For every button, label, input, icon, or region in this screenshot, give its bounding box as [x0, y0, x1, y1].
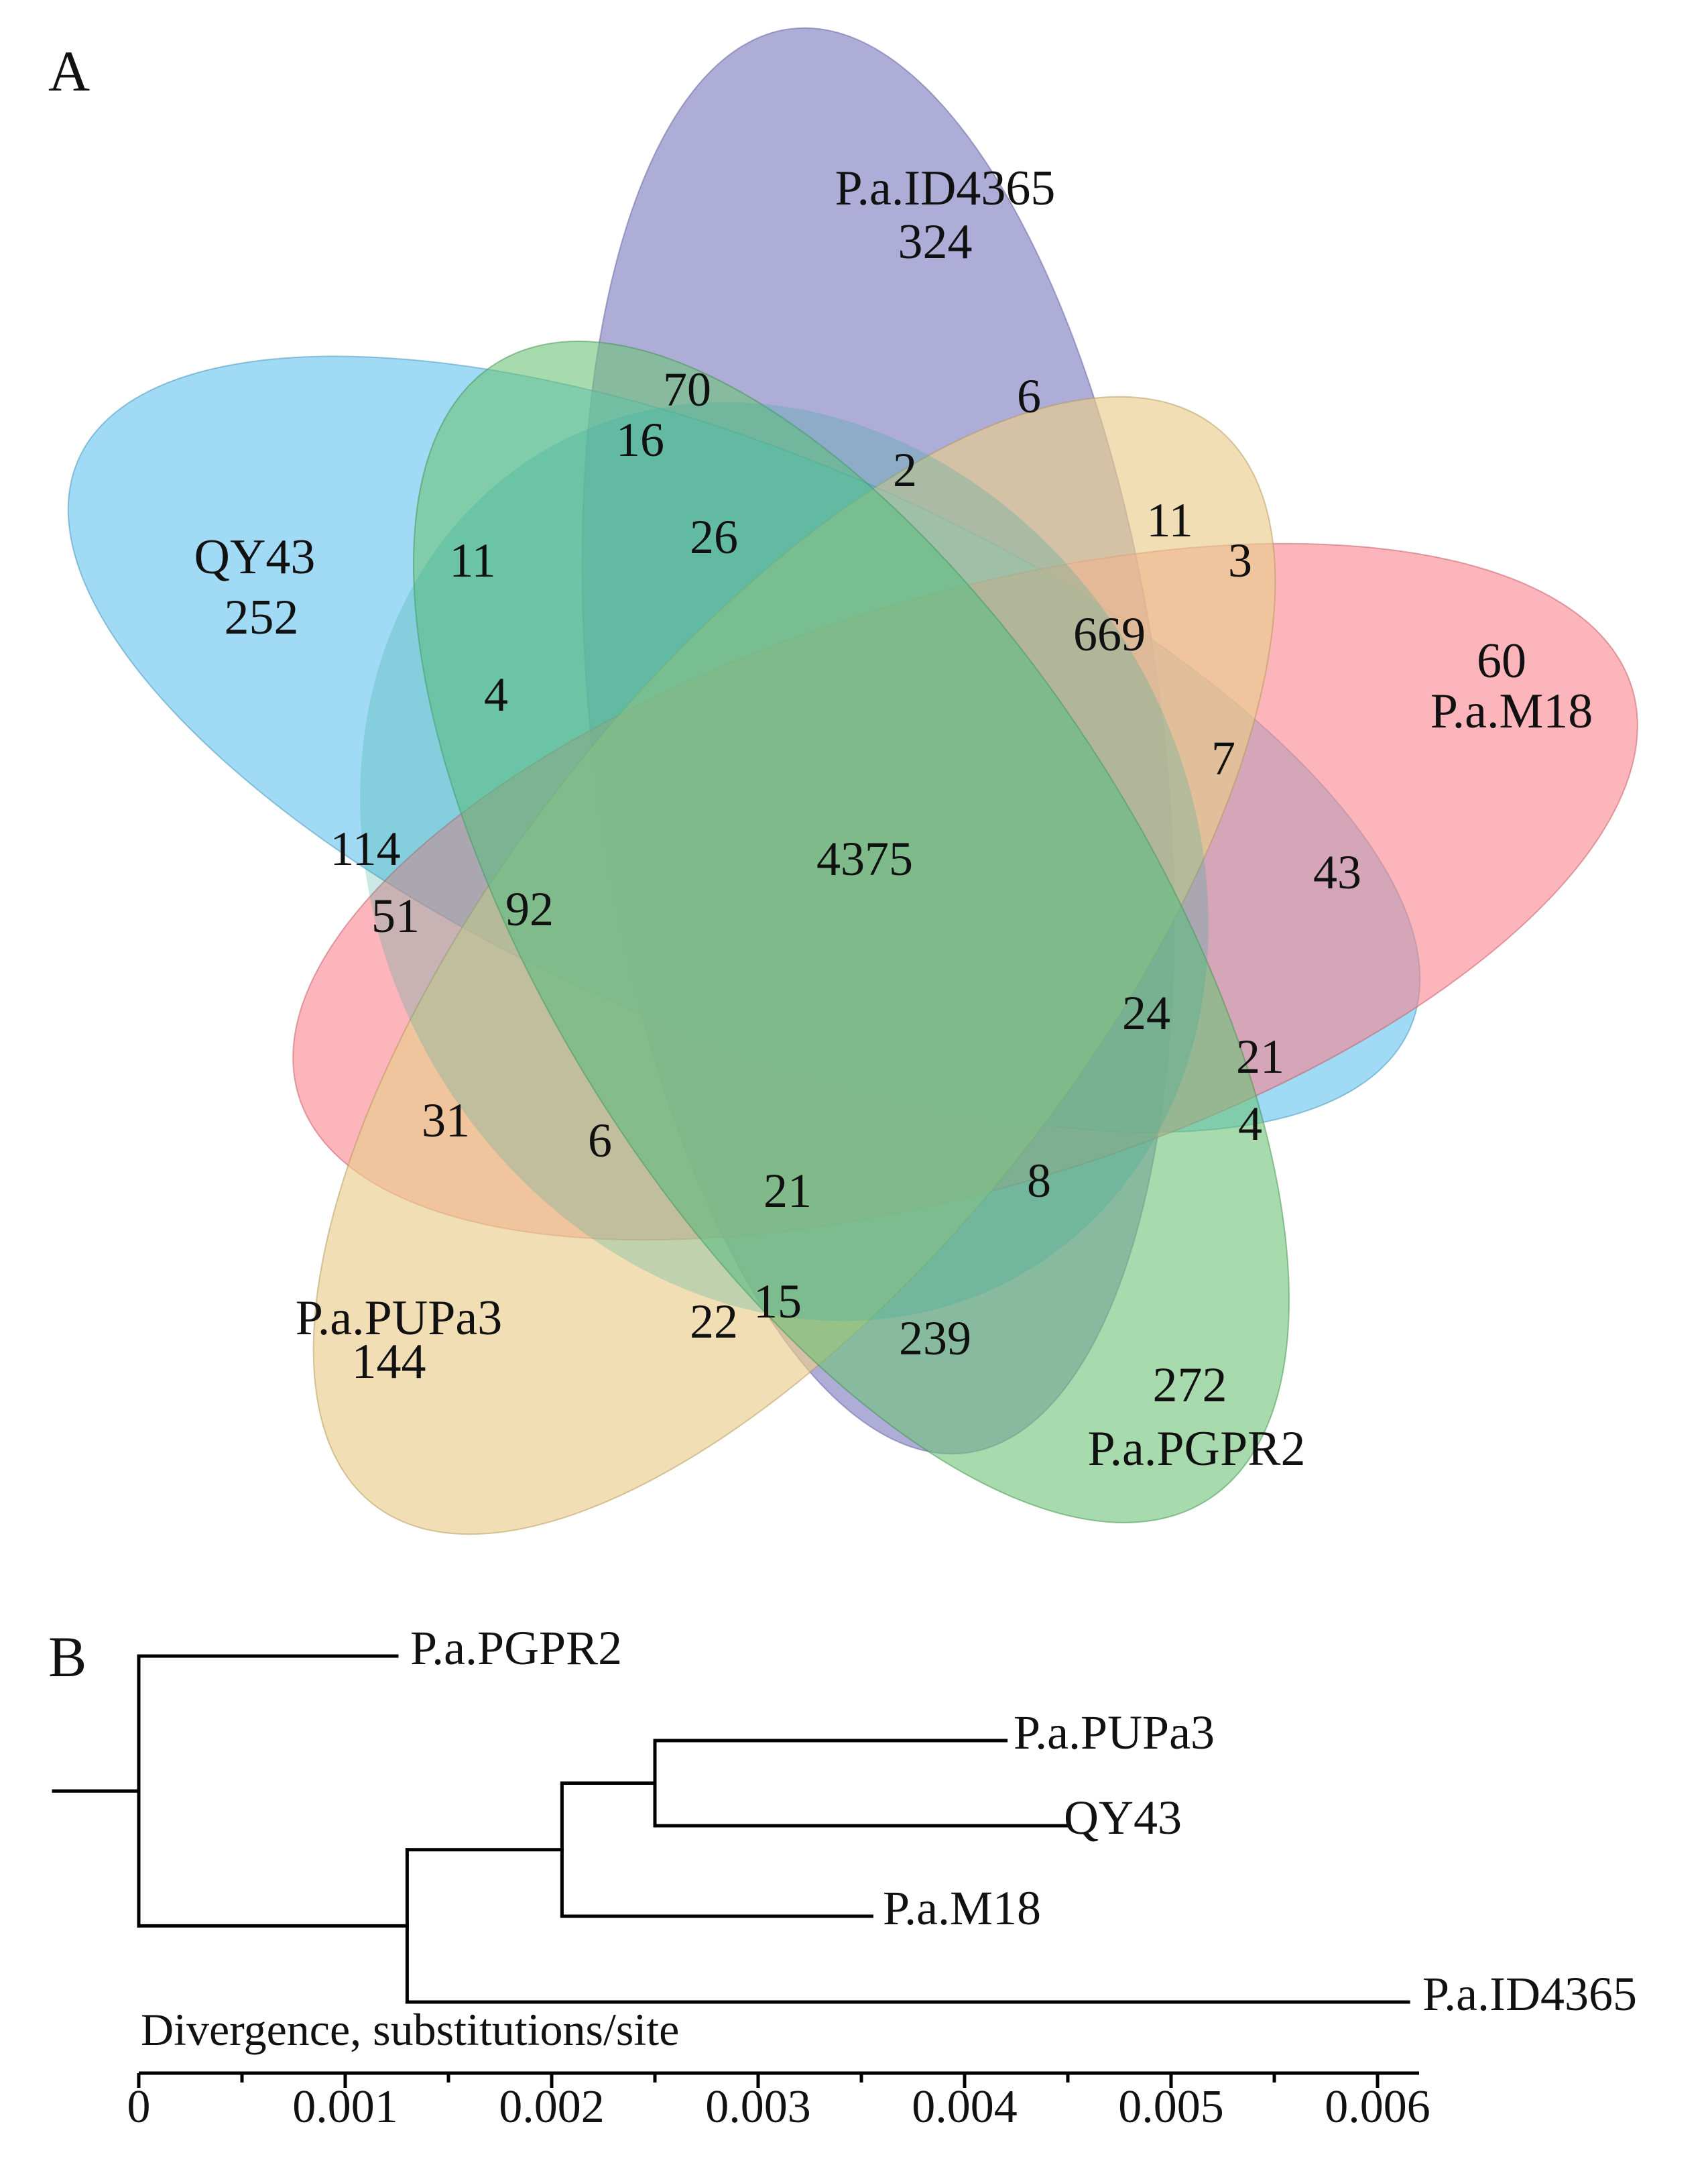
region-count: 669: [1073, 607, 1146, 661]
set-name-pa-m18: P.a.M18: [1430, 684, 1593, 739]
region-count: 21: [1236, 1030, 1284, 1083]
set-unique-count-pa-pgpr2: 272: [1153, 1358, 1227, 1413]
tip-label-pa-pgpr2: P.a.PGPR2: [410, 1621, 622, 1675]
region-count: 92: [505, 882, 554, 936]
set-name-qy43: QY43: [194, 530, 316, 585]
region-count: 4: [1238, 1097, 1262, 1151]
region-count: 8: [1027, 1154, 1051, 1208]
venn-set-ellipse-pa-pgpr2: [412, 341, 1290, 1523]
tip-label-pa-m18: P.a.M18: [883, 1881, 1041, 1935]
axis-title: Divergence, substitutions/site: [141, 2004, 679, 2055]
panel-a-label: A: [48, 39, 90, 103]
set-name-pa-pgpr2: P.a.PGPR2: [1088, 1421, 1306, 1476]
venn-diagram: P.a.ID4365 324 QY43 252 60 P.a.M18 P.a.P…: [67, 27, 1638, 1535]
divergence-axis: Divergence, substitutions/site 0 0.001 0…: [127, 2004, 1430, 2133]
phylogenetic-tree: P.a.PGPR2 P.a.PUPa3 QY43 P.a.M18 P.a.ID4…: [52, 1621, 1637, 2021]
axis-ticks: [137, 2073, 1380, 2088]
tree-branches: [52, 1654, 1410, 2004]
set-name-pa-id4365: P.a.ID4365: [835, 161, 1056, 216]
region-count: 26: [690, 510, 738, 564]
region-count: 2: [893, 443, 917, 497]
region-count: 239: [899, 1311, 971, 1365]
panel-b-label: B: [48, 1625, 86, 1689]
set-unique-count-pa-pupa3: 144: [352, 1334, 426, 1389]
region-count: 24: [1122, 986, 1170, 1040]
region-count: 11: [1146, 493, 1193, 547]
venn-set-ellipse-inner: [360, 402, 1209, 1322]
region-count: 4375: [816, 832, 913, 886]
region-count: 6: [1017, 369, 1041, 423]
set-name-pa-pupa3: P.a.PUPa3: [296, 1291, 502, 1346]
set-unique-count-qy43: 252: [225, 590, 299, 645]
tick-label: 0.003: [705, 2081, 811, 2133]
region-count: 114: [330, 822, 400, 876]
region-count: 51: [371, 889, 420, 943]
tick-label: 0.001: [292, 2081, 398, 2133]
region-count: 4: [484, 668, 508, 721]
set-unique-count-pa-m18: 60: [1477, 634, 1526, 689]
tip-label-pa-id4365: P.a.ID4365: [1422, 1967, 1637, 2021]
tick-label: 0: [127, 2081, 151, 2133]
tick-label: 0.004: [912, 2081, 1018, 2133]
region-count: 3: [1228, 534, 1252, 587]
region-count: 43: [1313, 845, 1361, 899]
tip-label-pa-pupa3: P.a.PUPa3: [1014, 1706, 1215, 1759]
region-count: 7: [1211, 731, 1235, 785]
tip-label-qy43: QY43: [1064, 1791, 1182, 1844]
set-unique-count-pa-id4365: 324: [898, 215, 973, 270]
tick-label: 0.002: [499, 2081, 605, 2133]
region-count: 22: [690, 1295, 738, 1348]
region-count: 15: [753, 1275, 802, 1328]
region-count: 21: [764, 1164, 812, 1218]
region-count: 16: [616, 413, 664, 467]
region-count: 11: [449, 534, 495, 587]
tick-label: 0.006: [1325, 2081, 1430, 2133]
tick-label: 0.005: [1118, 2081, 1224, 2133]
region-count: 70: [663, 363, 711, 416]
region-count: 31: [422, 1094, 470, 1147]
region-count: 6: [588, 1114, 612, 1167]
